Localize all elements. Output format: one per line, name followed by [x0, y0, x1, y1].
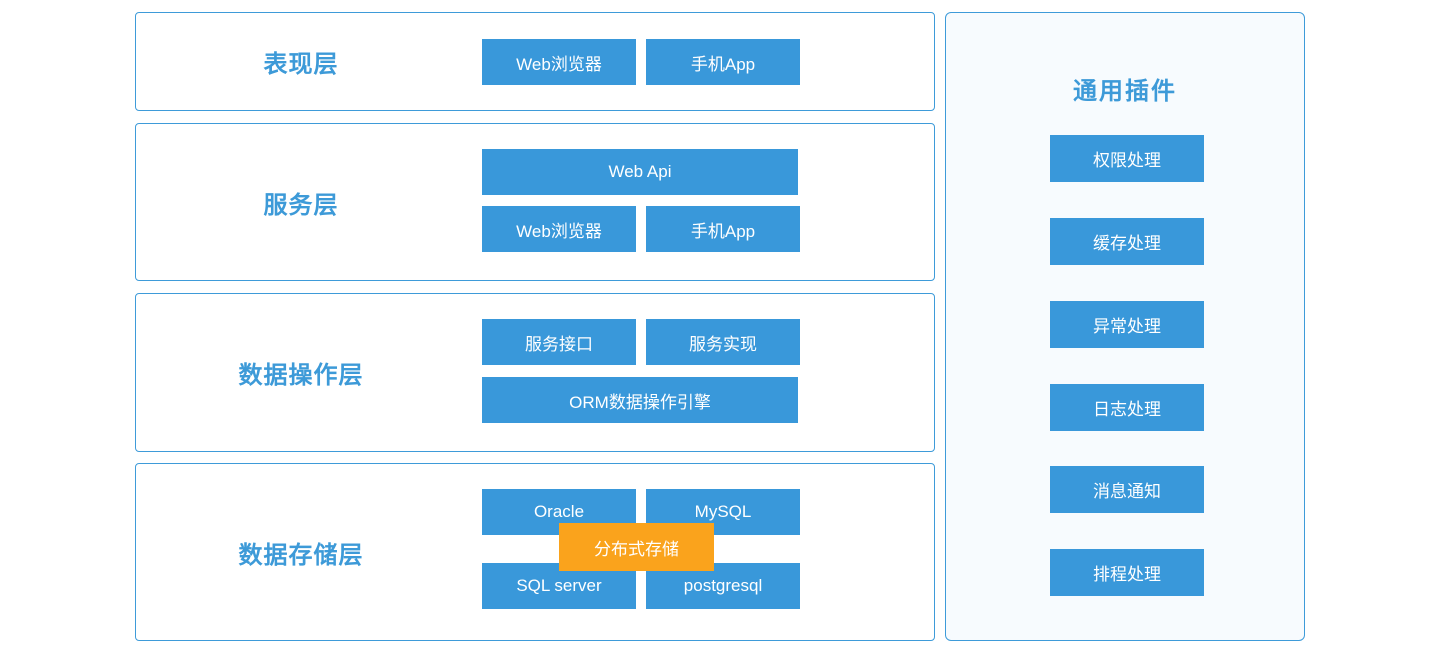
plugin-cache-handling: 缓存处理: [1050, 218, 1204, 265]
layer-title-data-storage: 数据存储层: [238, 541, 364, 569]
plugin-schedule-handling: 排程处理: [1050, 549, 1204, 596]
node-service-implementation: 服务实现: [646, 319, 800, 365]
node-postgresql: postgresql: [646, 563, 800, 609]
plugin-permission-handling: 权限处理: [1050, 135, 1204, 182]
layer-panel-data-storage: 数据存储层 Oracle MySQL SQL server postgresql…: [135, 463, 935, 641]
node-mobile-app: 手机App: [646, 39, 800, 85]
node-web-browser: Web浏览器: [482, 39, 636, 85]
layer-title-service: 服务层: [263, 191, 339, 219]
plugins-panel-title: 通用插件: [1073, 78, 1177, 105]
layer-panel-service: 服务层 Web Api Web浏览器 手机App: [135, 123, 935, 281]
node-web-browser: Web浏览器: [482, 206, 636, 252]
node-web-api: Web Api: [482, 149, 798, 195]
layer-title-data-operation: 数据操作层: [238, 362, 364, 389]
node-orm-engine: ORM数据操作引擎: [482, 377, 798, 423]
plugin-exception-handling: 异常处理: [1050, 301, 1204, 348]
plugins-panel: 通用插件 权限处理 缓存处理 异常处理 日志处理 消息通知 排程处理: [945, 12, 1305, 641]
node-mobile-app: 手机App: [646, 206, 800, 252]
node-service-interface: 服务接口: [482, 319, 636, 365]
node-distributed-storage: 分布式存储: [559, 523, 714, 571]
node-sql-server: SQL server: [482, 563, 636, 609]
layer-panel-presentation: 表现层 Web浏览器 手机App: [135, 12, 935, 111]
plugin-log-handling: 日志处理: [1050, 384, 1204, 431]
layer-title-presentation: 表现层: [263, 51, 339, 78]
layer-panel-data-operation: 数据操作层 服务接口 服务实现 ORM数据操作引擎: [135, 293, 935, 452]
plugin-message-notification: 消息通知: [1050, 466, 1204, 513]
